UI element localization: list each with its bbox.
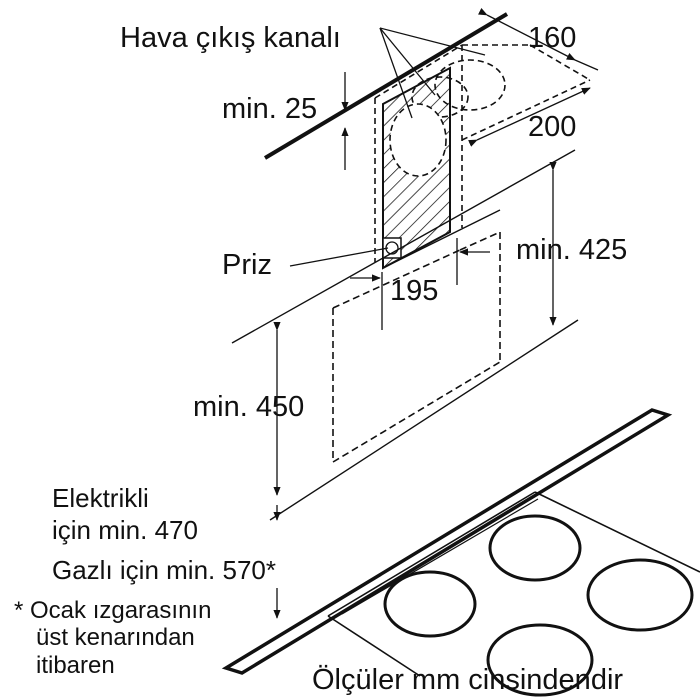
dim-160 <box>478 8 599 71</box>
burner-ring <box>383 570 477 638</box>
electric-note-line1: Elektrikli <box>52 483 149 513</box>
ceiling-line <box>263 12 509 160</box>
socket-label: Priz <box>222 249 272 281</box>
units-note: Ölçüler mm cinsindendir <box>312 664 623 696</box>
footnote-line3: itibaren <box>36 652 115 679</box>
footnote-line1: * Ocak ızgarasının <box>14 597 211 624</box>
dim-195 <box>350 238 490 330</box>
dim-200 <box>468 87 591 147</box>
socket-leader <box>289 247 389 267</box>
dim-min-425-label: min. 425 <box>516 234 627 266</box>
burner-ring <box>488 514 582 582</box>
electric-note-line2: için min. 470 <box>52 515 198 545</box>
burner-ring <box>586 558 694 632</box>
dim-160-label: 160 <box>528 22 576 54</box>
dim-min-450-label: min. 450 <box>193 391 304 423</box>
gas-note: Gazlı için min. 570* <box>52 555 276 585</box>
dim-195-label: 195 <box>390 275 438 307</box>
cooktop <box>221 408 700 697</box>
footnote-line2: üst kenarından <box>36 624 195 651</box>
air-duct-label: Hava çıkış kanalı <box>120 22 341 54</box>
hood-outline <box>332 231 501 463</box>
dim-min-25-label: min. 25 <box>222 93 317 125</box>
dim-200-label: 200 <box>528 111 576 143</box>
burner-ring <box>486 623 594 697</box>
duct-leaders <box>379 27 486 119</box>
socket-icon <box>382 237 402 259</box>
duct-opening <box>389 103 447 177</box>
